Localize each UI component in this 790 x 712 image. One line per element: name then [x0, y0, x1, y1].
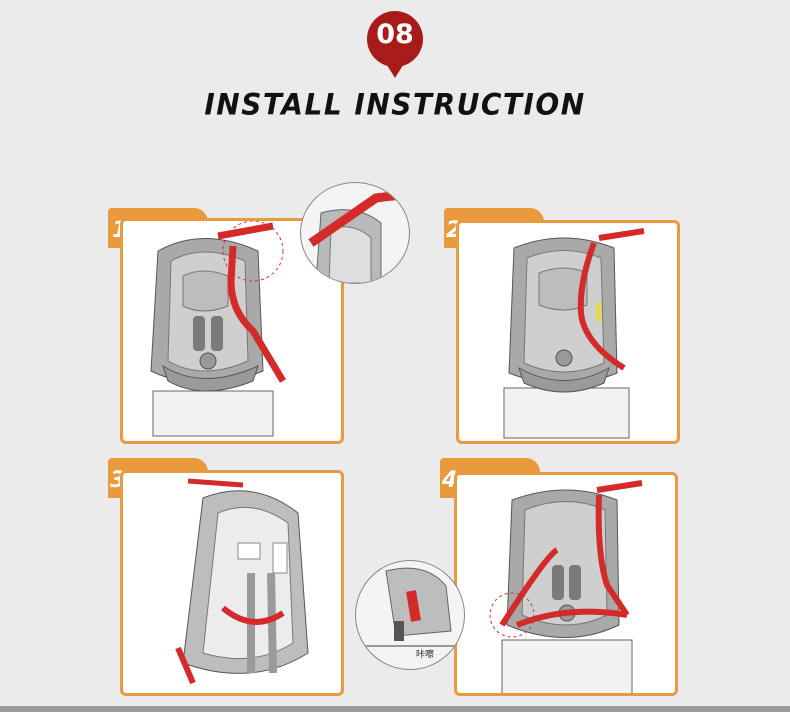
bottom-bar — [0, 706, 790, 712]
step-badge-number: 08 — [376, 19, 414, 50]
zoom-detail-1 — [300, 182, 410, 284]
step-panel-3 — [120, 470, 344, 696]
step-panel-1 — [120, 218, 344, 444]
car-seat-illustration — [150, 221, 287, 437]
zoom-detail-4: 咔嚓 — [355, 560, 465, 670]
strap-detail-illustration — [308, 190, 402, 283]
step-panel-4 — [454, 472, 678, 696]
latch-detail-illustration — [356, 567, 464, 647]
page-title: INSTALL INSTRUCTION — [204, 87, 586, 122]
step-badge: 08 — [363, 10, 427, 80]
car-seat-rear-illustration — [175, 478, 309, 685]
step-number-4: 4 — [442, 468, 458, 493]
click-sound-label: 咔嚓 — [416, 650, 435, 660]
map-pin-icon — [367, 11, 423, 78]
step-panel-2 — [456, 220, 680, 444]
car-seat-installed-illustration — [489, 480, 643, 693]
car-seat-illustration — [503, 228, 645, 439]
